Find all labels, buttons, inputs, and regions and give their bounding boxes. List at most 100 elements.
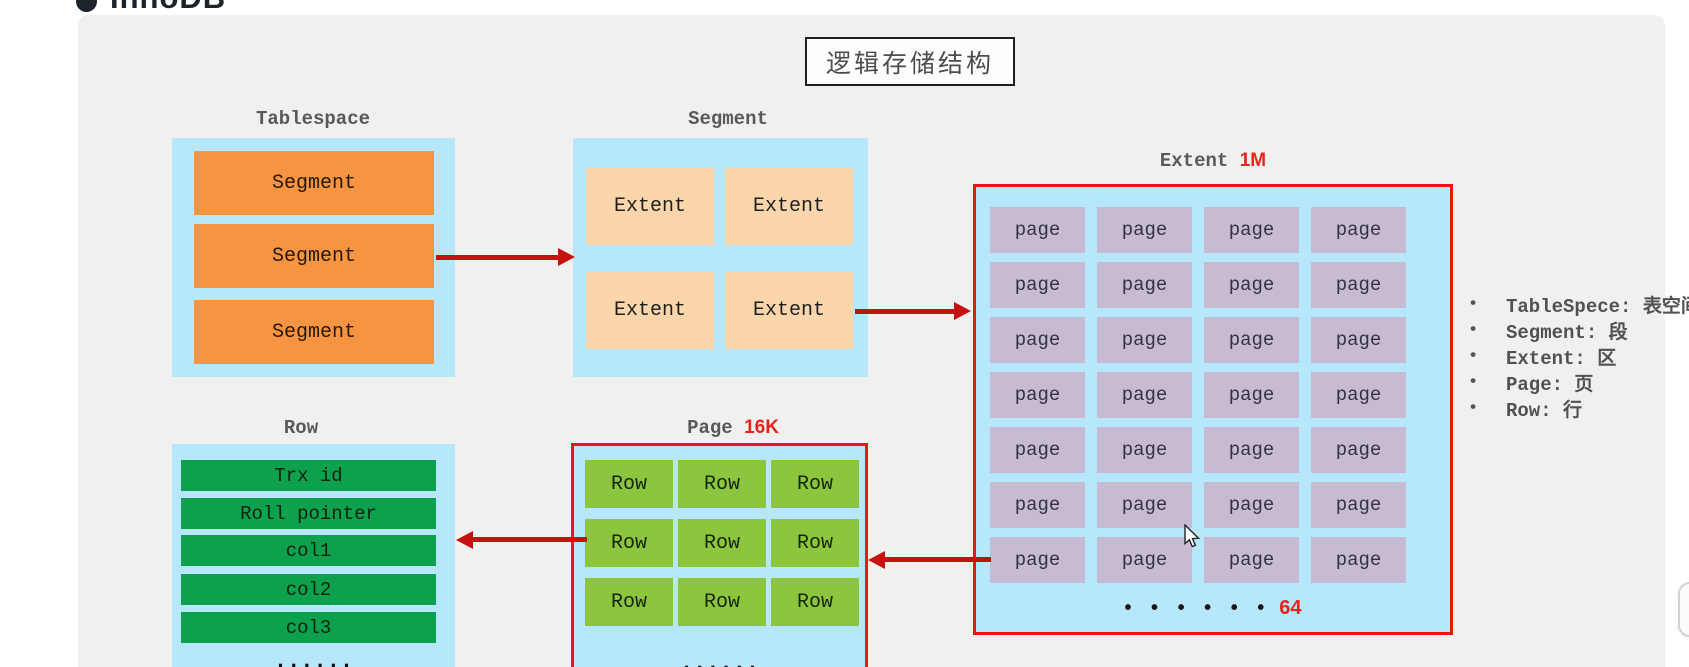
page-cell: page	[1097, 262, 1192, 308]
page-label: Page 16K	[623, 417, 843, 439]
extent-label-text: Extent	[1159, 150, 1229, 172]
segment-bar: Segment	[194, 300, 434, 364]
page-cell: page	[1097, 537, 1192, 583]
arrow-segment-to-extent	[855, 309, 958, 314]
extent-total-note: 64	[1279, 597, 1302, 619]
row-cell: Row	[678, 578, 766, 626]
row-field: col3	[181, 612, 436, 643]
list-bullet-icon	[76, 0, 97, 12]
page-cell: page	[990, 207, 1085, 253]
arrow-head-icon	[954, 302, 971, 320]
page-ellipsis: ......	[679, 651, 760, 667]
row-ellipsis: ......	[273, 649, 354, 667]
section-heading: InnoDB	[110, 0, 226, 16]
page-cell: page	[1097, 207, 1192, 253]
row-label: Row	[283, 417, 319, 439]
segment-bar: Segment	[194, 151, 434, 215]
row-field: col2	[181, 574, 436, 605]
extent-size-note: 1M	[1239, 150, 1267, 171]
extent-ellipsis-dots: • • • • • •	[1124, 597, 1272, 619]
page-cell: page	[1204, 262, 1299, 308]
extent-cell: Extent	[725, 168, 853, 245]
row-grid: Row Row Row Row Row Row Row Row Row	[585, 460, 859, 626]
page-cell: page	[990, 372, 1085, 418]
page-cell: page	[1311, 317, 1406, 363]
row-cell: Row	[771, 460, 859, 508]
page-label-text: Page	[687, 417, 733, 439]
page-cell: page	[1311, 482, 1406, 528]
page-cell: page	[990, 427, 1085, 473]
bullet-icon: •	[1468, 398, 1479, 418]
page-cell: page	[990, 317, 1085, 363]
page-cell: page	[990, 262, 1085, 308]
extent-container: page page page page page page page page …	[973, 184, 1453, 635]
edge-floating-button[interactable]	[1678, 582, 1689, 637]
mouse-cursor-icon	[1184, 524, 1201, 548]
page-container: Row Row Row Row Row Row Row Row Row ....…	[571, 443, 868, 667]
bullet-icon: •	[1468, 372, 1479, 392]
legend-item-text: TableSpece: 表空间	[1506, 295, 1689, 318]
tablespace-container: Segment Segment Segment	[172, 138, 455, 377]
bullet-icon: •	[1468, 346, 1479, 366]
segment-label: Segment	[688, 108, 768, 130]
row-cell: Row	[585, 519, 673, 567]
extent-cell: Extent	[586, 272, 714, 349]
bullet-icon: •	[1468, 294, 1479, 314]
page-cell: page	[1204, 482, 1299, 528]
row-cell: Row	[585, 578, 673, 626]
legend-item: • Row: 行	[1468, 395, 1689, 422]
tablespace-label: Tablespace	[255, 108, 371, 130]
page-cell: page	[1311, 427, 1406, 473]
legend-item: • Segment: 段	[1468, 317, 1689, 344]
page-cell: page	[1097, 427, 1192, 473]
page-cell: page	[1311, 372, 1406, 418]
row-container: Trx id Roll pointer col1 col2 col3 .....…	[172, 444, 455, 667]
page-cell: page	[1097, 482, 1192, 528]
extent-label: Extent 1M	[1103, 150, 1323, 172]
arrow-head-icon	[868, 551, 885, 569]
arrow-tablespace-to-segment	[436, 255, 562, 260]
legend-item-text: Extent: 区	[1506, 347, 1617, 370]
row-field: Trx id	[181, 460, 436, 491]
legend-item: • Page: 页	[1468, 369, 1689, 396]
legend-item: • Extent: 区	[1468, 343, 1689, 370]
page-cell: page	[1311, 207, 1406, 253]
diagram-title: 逻辑存储结构	[805, 37, 1015, 86]
page-cell: page	[1097, 317, 1192, 363]
row-cell: Row	[678, 519, 766, 567]
row-cell: Row	[771, 578, 859, 626]
page-cell: page	[1311, 537, 1406, 583]
legend-item-text: Segment: 段	[1506, 321, 1628, 344]
arrow-head-icon	[558, 248, 575, 266]
legend-item: • TableSpece: 表空间	[1468, 291, 1689, 318]
legend-item-text: Page: 页	[1506, 373, 1594, 396]
page-cell: page	[1204, 537, 1299, 583]
page-cell: page	[1311, 262, 1406, 308]
segment-bar: Segment	[194, 224, 434, 288]
page-grid: page page page page page page page page …	[990, 207, 1406, 583]
segment-container: Extent Extent Extent Extent	[573, 138, 868, 377]
page-size-note: 16K	[744, 417, 779, 438]
page-cell: page	[1204, 317, 1299, 363]
page-cell: page	[1204, 372, 1299, 418]
arrow-page-to-row	[472, 537, 587, 542]
legend-item-text: Row: 行	[1506, 399, 1583, 422]
row-cell: Row	[585, 460, 673, 508]
arrow-extent-to-page	[884, 557, 991, 562]
page-cell: page	[1204, 207, 1299, 253]
extent-cell: Extent	[725, 272, 853, 349]
page-cell: page	[990, 537, 1085, 583]
page-cell: page	[1097, 372, 1192, 418]
diagram-panel: 逻辑存储结构 Tablespace Segment Segment Segmen…	[78, 15, 1689, 667]
bullet-icon: •	[1468, 320, 1479, 340]
arrow-head-icon	[456, 531, 473, 549]
legend: • TableSpece: 表空间 • Segment: 段 • Extent:…	[1468, 291, 1689, 422]
row-field: col1	[181, 535, 436, 566]
row-cell: Row	[771, 519, 859, 567]
extent-cell: Extent	[586, 168, 714, 245]
row-field: Roll pointer	[181, 498, 436, 529]
page-cell: page	[1204, 427, 1299, 473]
extent-ellipsis: • • • • • • 64	[976, 597, 1450, 620]
row-cell: Row	[678, 460, 766, 508]
